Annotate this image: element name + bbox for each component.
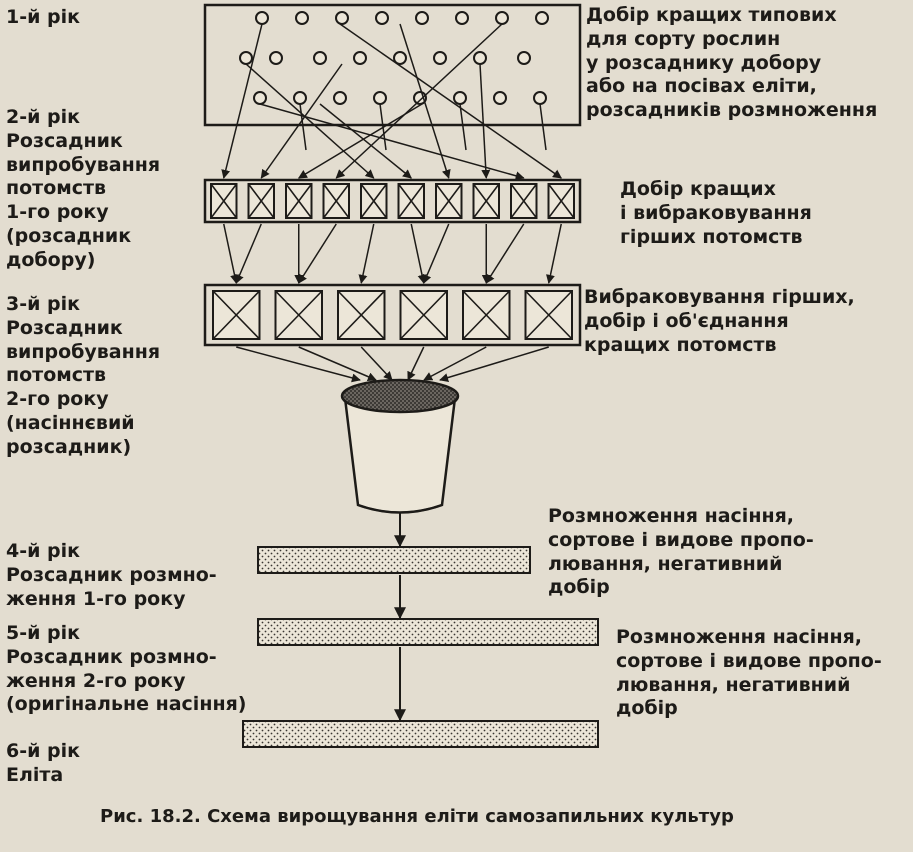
label-step-5: Розмноження насіння, сортове і видове пр… [616,626,882,720]
progeny-arrow [410,223,427,284]
reject-mark [435,183,463,219]
progeny-arrow [422,223,450,284]
progeny-arrow [485,223,525,284]
plant-circle [255,11,269,25]
reject-mark [337,290,386,340]
selection-arrow [459,103,467,151]
selection-arrow [245,63,375,179]
plant-circle [455,11,469,25]
reject-mark [547,183,575,219]
plant-circle [373,91,387,105]
plant-circle [253,91,267,105]
plant-circle [335,11,349,25]
reject-mark [360,183,388,219]
bulk-arrow [298,346,377,381]
progeny-arrow [546,223,562,284]
plant-circle [535,11,549,25]
label-step-3: Вибраковування гірших, добір і об'єднанн… [584,286,855,356]
row2-frame [203,283,582,347]
multiplication-plot-2 [257,618,599,646]
elite-plot [242,720,599,748]
progeny-arrow [358,223,375,284]
reject-mark [247,183,275,219]
bulk-arrow [439,346,549,382]
progeny-arrow [298,223,337,284]
label-step-2: Добір кращих і вибраковування гірших пот… [620,178,812,248]
bulk-arrow [423,346,487,381]
label-year-5: 5-й рік Розсадник розмно- ження 2-го рок… [6,622,247,716]
selection-arrow [299,103,307,151]
label-year-1: 1-й рік [6,6,81,28]
label-step-1: Добір кращих типових для сорту рослин у … [586,4,878,121]
reject-mark [524,290,573,340]
multiplication-plot-1 [257,546,531,574]
plant-circle [433,51,447,65]
reject-mark [510,183,538,219]
reject-mark [462,290,511,340]
plant-circle [453,91,467,105]
plant-circle [393,51,407,65]
progeny-arrow [235,223,262,284]
reject-mark [210,183,238,219]
plant-circle [375,11,389,25]
selection-arrow [379,103,387,151]
progeny-arrows [223,223,562,284]
figure-caption: Рис. 18.2. Схема вирощування еліти самоз… [100,806,734,827]
plant-circle [517,51,531,65]
plant-circle [313,51,327,65]
reject-mark [322,183,350,219]
selection-arrow [297,103,423,179]
label-year-4: 4-й рік Розсадник розмно- ження 1-го рок… [6,540,217,610]
plant-circle [473,51,487,65]
bulk-arrows [236,346,549,383]
plant-circle [269,51,283,65]
selection-arrow [335,23,503,179]
label-year-6: 6-й рік Еліта [6,740,81,786]
plant-circle [333,91,347,105]
reject-mark [397,183,425,219]
plant-circle [295,11,309,25]
plant-circle [493,91,507,105]
selection-arrow [221,23,263,179]
plant-circle [415,11,429,25]
selection-arrow [479,63,491,179]
plant-circle [293,91,307,105]
progeny-nursery-row-2 [203,283,582,347]
progeny-arrow [223,223,239,284]
selection-arrow [339,23,562,179]
reject-mark [399,290,448,340]
label-year-3: 3-й рік Розсадник випробування потомств … [6,293,161,458]
plant-circle [239,51,253,65]
bulk-arrow [360,346,393,381]
reject-mark [472,183,500,219]
selection-arrows [221,23,562,181]
selection-arrow [319,103,412,179]
selection-arrow [259,103,525,181]
plant-circle [353,51,367,65]
bulk-arrow [407,346,425,381]
plant-circle [495,11,509,25]
seed-container-icon [340,378,460,514]
row1-frame [203,178,582,224]
reject-mark [212,290,261,340]
progeny-nursery-row-1 [203,178,582,224]
label-year-2: 2-й рік Розсадник випробування потомств … [6,106,161,271]
plant-circle [533,91,547,105]
bulk-arrow [236,346,361,383]
reject-mark [285,183,313,219]
reject-mark [274,290,323,340]
label-step-4: Розмноження насіння, сортове і видове пр… [548,505,814,599]
selection-arrow [539,103,547,151]
plant-selection-circles [239,11,549,105]
selection-arrow [399,23,451,179]
